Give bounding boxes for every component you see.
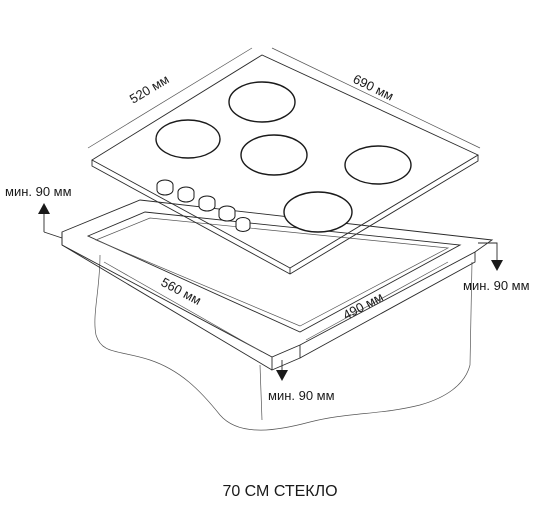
label-clearance-side: мин. 90 мм bbox=[463, 278, 530, 293]
burner-front bbox=[283, 191, 353, 233]
label-cutout-width: 560 мм bbox=[159, 274, 204, 308]
burner-right bbox=[344, 145, 412, 185]
arrow-down-front-icon bbox=[276, 360, 288, 381]
arrow-down-right-icon bbox=[478, 242, 503, 271]
clearance-arrows bbox=[38, 203, 503, 381]
knob-5 bbox=[235, 217, 251, 232]
knob-3 bbox=[198, 195, 216, 212]
knob-1 bbox=[156, 179, 174, 196]
cabinet bbox=[94, 254, 473, 431]
dimension-lines bbox=[87, 47, 481, 353]
burner-center bbox=[240, 134, 308, 176]
label-clearance-front: мин. 90 мм bbox=[268, 388, 335, 403]
caption: 70 СМ СТЕКЛО bbox=[222, 483, 337, 500]
hob-panel bbox=[91, 54, 479, 275]
knob-2 bbox=[177, 186, 195, 203]
burner-back bbox=[228, 81, 296, 123]
control-knobs bbox=[156, 179, 251, 232]
worktop bbox=[61, 199, 494, 371]
label-cutout-depth: 490 мм bbox=[340, 289, 385, 323]
label-clearance-back: мин. 90 мм bbox=[5, 184, 72, 199]
burner-left bbox=[155, 119, 221, 159]
arrow-up-icon bbox=[38, 203, 63, 239]
knob-4 bbox=[218, 205, 236, 222]
burners bbox=[155, 81, 412, 233]
